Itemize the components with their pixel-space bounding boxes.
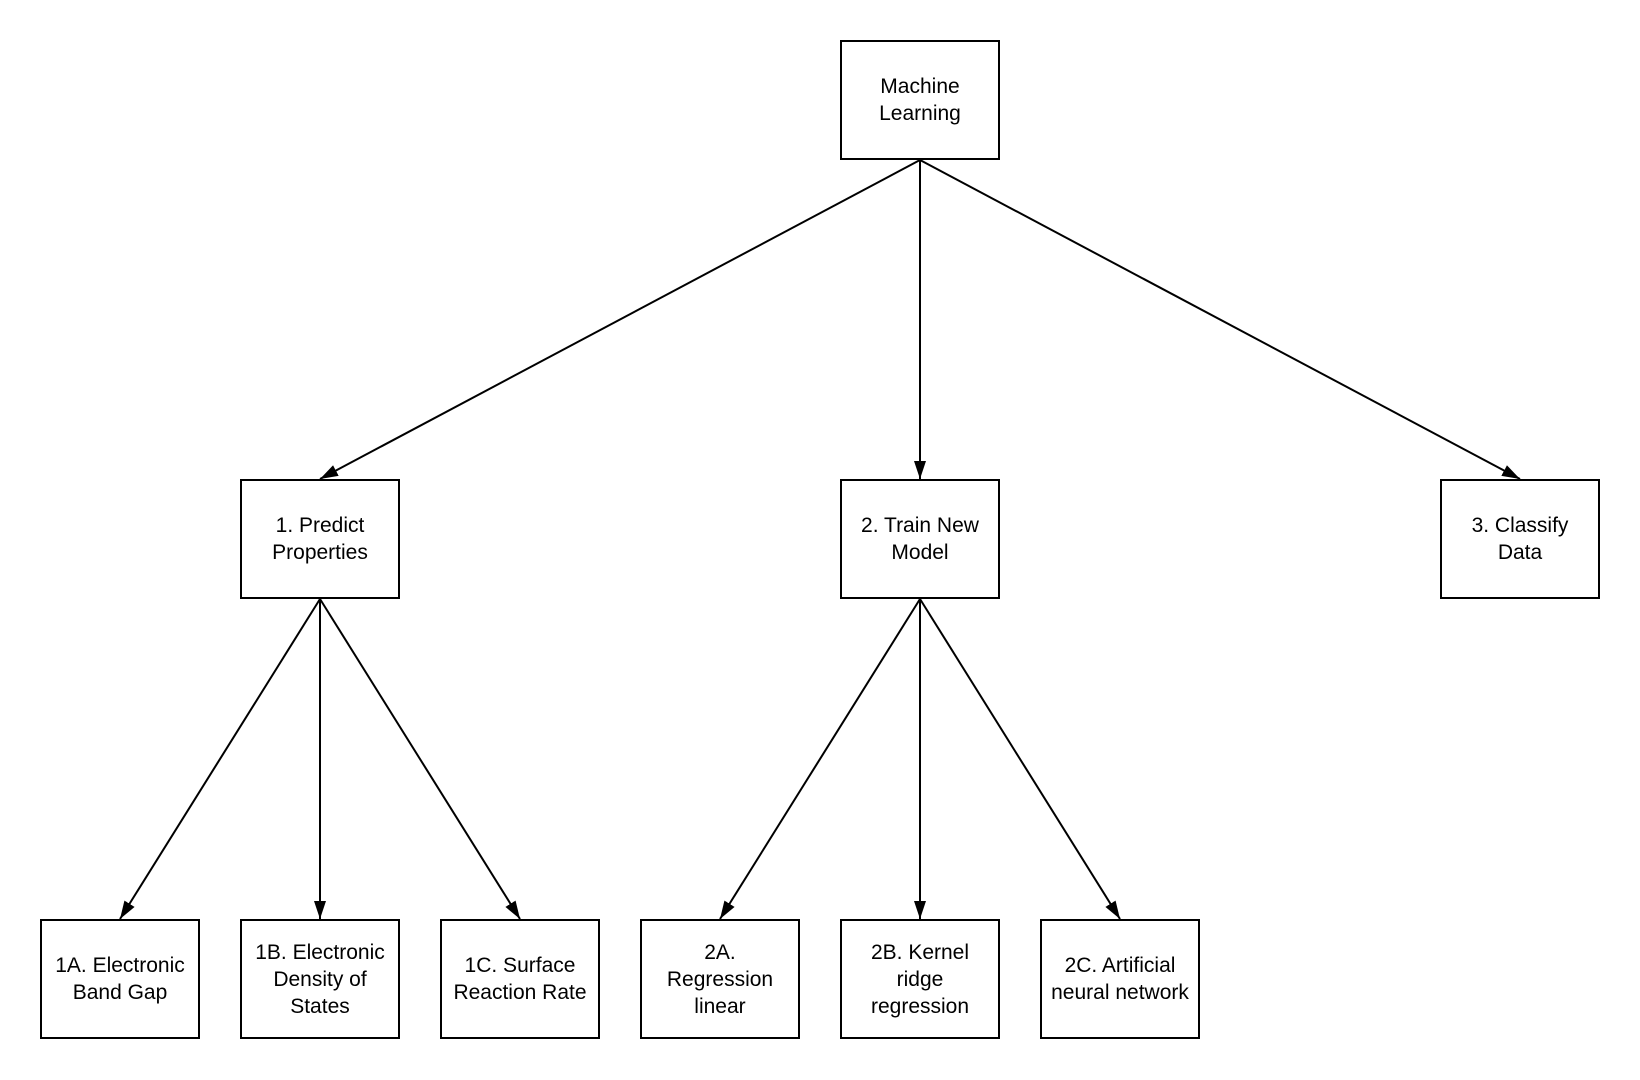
node-electronic-density-of-states: 1B. Electronic Density of States xyxy=(240,919,400,1039)
node-kernel-ridge-regression: 2B. Kernel ridge regression xyxy=(840,919,1000,1039)
node-predict-properties: 1. Predict Properties xyxy=(240,479,400,599)
node-electronic-band-gap: 1A. Electronic Band Gap xyxy=(40,919,200,1039)
node-surface-reaction-rate: 1C. Surface Reaction Rate xyxy=(440,919,600,1039)
node-machine-learning: Machine Learning xyxy=(840,40,1000,160)
node-label: 2C. Artificial neural network xyxy=(1051,954,1189,1004)
node-label: Machine Learning xyxy=(879,75,961,125)
edge-arrow-train_new_model-to-regression_linear xyxy=(719,598,921,920)
node-classify-data: 3. Classify Data xyxy=(1440,479,1600,599)
node-label: 2B. Kernel ridge regression xyxy=(870,940,970,1018)
node-label: 3. Classify Data xyxy=(1471,514,1569,564)
edge-arrow-predict_properties-to-surface_reaction_rate xyxy=(319,598,521,920)
node-label: 2A. Regression linear xyxy=(666,940,774,1018)
node-label: 1A. Electronic Band Gap xyxy=(55,954,185,1004)
edge-arrow-predict_properties-to-electronic_band_gap xyxy=(119,598,321,920)
node-label: 1C. Surface Reaction Rate xyxy=(453,954,587,1004)
node-label: 2. Train New Model xyxy=(861,514,979,564)
node-label: 1B. Electronic Density of States xyxy=(255,940,385,1018)
node-train-new-model: 2. Train New Model xyxy=(840,479,1000,599)
node-label: 1. Predict Properties xyxy=(272,514,368,564)
edge-arrow-train_new_model-to-artificial_neural_network xyxy=(919,598,1121,920)
node-artificial-neural-network: 2C. Artificial neural network xyxy=(1040,919,1200,1039)
edge-arrow-machine_learning-to-predict_properties xyxy=(319,159,921,480)
node-regression-linear: 2A. Regression linear xyxy=(640,919,800,1039)
edge-arrow-machine_learning-to-classify_data xyxy=(919,159,1521,480)
